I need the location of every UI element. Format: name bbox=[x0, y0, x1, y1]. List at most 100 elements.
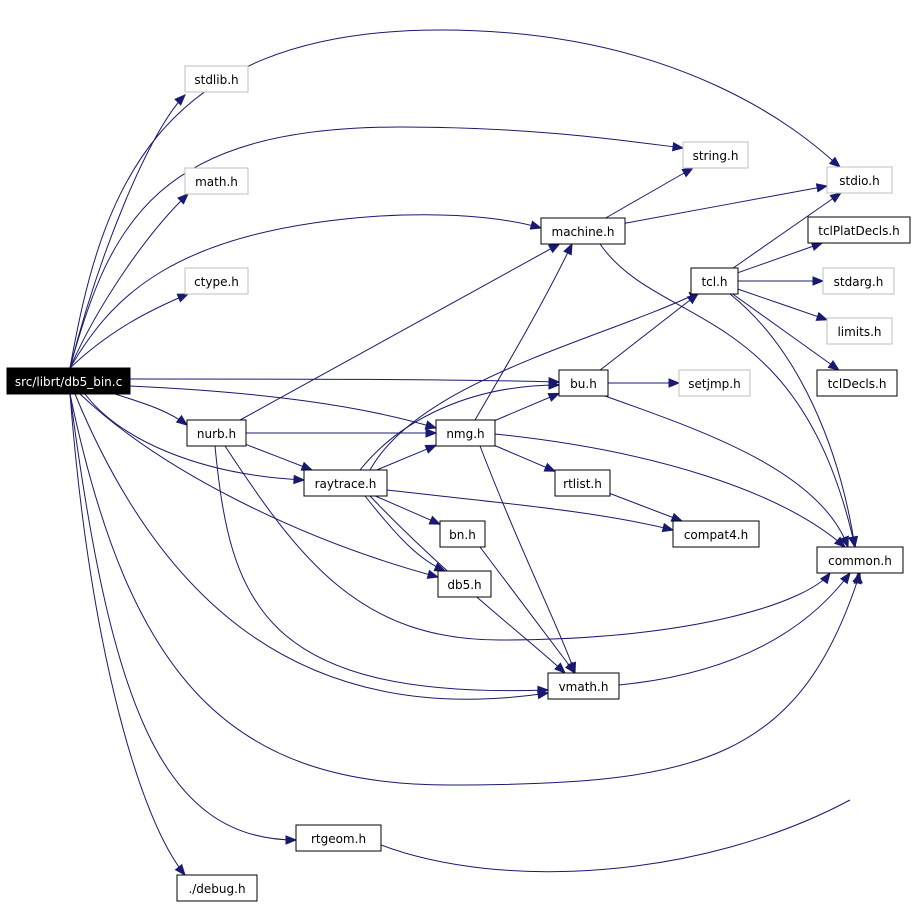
arrowhead-db5_bin_c-to-string_h bbox=[671, 141, 685, 152]
edge-db5_bin_c-to-nurb_h bbox=[114, 393, 188, 426]
node-box bbox=[540, 217, 626, 245]
node-label: db5.h bbox=[447, 578, 481, 592]
node-box bbox=[439, 520, 486, 548]
node-rtlist-h[interactable]: rtlist.h bbox=[554, 469, 611, 497]
nodes-layer: src/librt/db5_bin.c stdlib.h math.h ctype.h… bbox=[6, 65, 911, 902]
node-vmath-h[interactable]: vmath.h bbox=[547, 672, 620, 700]
arrowhead-nurb_h-to-machine_h bbox=[547, 243, 561, 254]
edge-machine_h-to-string_h bbox=[605, 167, 694, 219]
arrowhead-tcl_h-to-tclPlatDecls_h bbox=[810, 242, 824, 251]
node-box bbox=[678, 369, 751, 397]
arrowhead-bn_h-to-vmath_h bbox=[564, 661, 576, 675]
node-box bbox=[184, 167, 249, 195]
node-raytrace-h[interactable]: raytrace.h bbox=[303, 469, 388, 497]
edge-raytrace_h-to-compat4_h bbox=[386, 489, 674, 531]
edge-nmg_h-to-vmath_h bbox=[479, 445, 576, 674]
arrowhead-nmg_h-to-machine_h bbox=[563, 242, 573, 256]
node-bn-h[interactable]: bn.h bbox=[439, 520, 486, 548]
node-string-h[interactable]: string.h bbox=[682, 141, 749, 169]
edge-raytrace_h-to-tcl_h bbox=[369, 291, 701, 471]
edge-db5_bin_c-to-bu_h bbox=[129, 378, 560, 383]
edge-tcl_h-to-tclPlatDecls_h bbox=[737, 242, 823, 274]
edge-db5_bin_c-to-stdlib_h bbox=[69, 94, 186, 369]
node-box bbox=[303, 469, 388, 497]
node-compat4-h[interactable]: compat4.h bbox=[672, 520, 760, 548]
node-rtgeom-h[interactable]: rtgeom.h bbox=[295, 824, 382, 852]
arrowhead-nurb_h-to-vmath_h bbox=[537, 685, 550, 696]
arrowhead-nmg_h-to-rtlist_h bbox=[543, 462, 557, 472]
arrowhead-raytrace_h-to-bu_h bbox=[548, 380, 561, 390]
node-box bbox=[672, 520, 760, 548]
node-label: rtlist.h bbox=[563, 477, 602, 491]
arrowhead-raytrace_h-to-vmath_h bbox=[554, 662, 566, 674]
arrowhead-vmath_h-to-common_h bbox=[839, 571, 851, 585]
node-label: common.h bbox=[828, 554, 892, 568]
node-box bbox=[822, 267, 895, 295]
node-label: string.h bbox=[693, 149, 739, 163]
arrowhead-db5_bin_c-to-nurb_h bbox=[175, 414, 189, 426]
edge-db5_bin_c-to-debug_h bbox=[69, 393, 186, 876]
node-tcl-h[interactable]: tcl.h bbox=[690, 267, 739, 295]
node-label: compat4.h bbox=[684, 528, 748, 542]
node-common-h[interactable]: common.h bbox=[816, 546, 904, 574]
node-tclDecls-h[interactable]: tclDecls.h bbox=[816, 369, 898, 397]
node-setjmp-h[interactable]: setjmp.h bbox=[678, 369, 751, 397]
edge-db5_bin_c-to-common_h bbox=[69, 393, 861, 786]
node-box bbox=[826, 166, 893, 194]
arrowhead-nurb_h-to-common_h bbox=[819, 571, 831, 585]
node-box bbox=[435, 419, 496, 447]
node-stdarg-h[interactable]: stdarg.h bbox=[822, 267, 895, 295]
node-label: machine.h bbox=[552, 225, 615, 239]
node-machine-h[interactable]: machine.h bbox=[540, 217, 626, 245]
edge-rtlist_h-to-compat4_h bbox=[609, 493, 683, 522]
node-box bbox=[682, 141, 749, 169]
node-debug-h[interactable]: ./debug.h bbox=[176, 874, 258, 902]
node-limits-h[interactable]: limits.h bbox=[826, 317, 893, 345]
edge-rtgeom_h-to-common_h bbox=[380, 799, 851, 873]
arrowhead-rtgeom_h-to-common_h bbox=[853, 571, 863, 584]
node-db5-bin-c[interactable]: src/librt/db5_bin.c bbox=[6, 367, 131, 395]
arrowhead-bu_h-to-setjmp_h bbox=[668, 378, 681, 388]
edge-tcl_h-to-limits_h bbox=[737, 288, 828, 321]
node-label: nmg.h bbox=[446, 427, 484, 441]
node-box bbox=[186, 419, 247, 447]
edge-db5_bin_c-to-stdio_h bbox=[69, 29, 841, 369]
edge-nurb_h-to-machine_h bbox=[239, 243, 560, 421]
node-stdlib-h[interactable]: stdlib.h bbox=[184, 65, 249, 93]
node-nurb-h[interactable]: nurb.h bbox=[186, 419, 247, 447]
arrowhead-machine_h-to-string_h bbox=[681, 167, 695, 178]
arrowhead-nmg_h-to-bu_h bbox=[547, 392, 561, 402]
node-label: ctype.h bbox=[194, 275, 239, 289]
node-label: setjmp.h bbox=[688, 377, 740, 391]
node-math-h[interactable]: math.h bbox=[184, 167, 249, 195]
arrowhead-tcl_h-to-limits_h bbox=[815, 311, 829, 321]
node-label: tclPlatDecls.h bbox=[818, 224, 900, 238]
node-bu-h[interactable]: bu.h bbox=[558, 369, 609, 397]
node-stdio-h[interactable]: stdio.h bbox=[826, 166, 893, 194]
node-label: bn.h bbox=[449, 528, 476, 542]
node-label: stdarg.h bbox=[834, 275, 884, 289]
edge-nurb_h-to-common_h bbox=[224, 445, 831, 641]
arrowhead-raytrace_h-to-compat4_h bbox=[661, 522, 675, 533]
arrowhead-tcl_h-to-stdio_h bbox=[829, 192, 842, 203]
node-tclPlatDecls-h[interactable]: tclPlatDecls.h bbox=[807, 216, 911, 244]
arrowhead-db5_bin_c-to-db5_h bbox=[426, 569, 440, 579]
arrowhead-rtlist_h-to-compat4_h bbox=[670, 512, 684, 522]
edge-db5_bin_c-to-math_h bbox=[69, 193, 189, 369]
edge-tcl_h-to-common_h bbox=[729, 293, 856, 548]
edge-db5_bin_c-to-nmg_h bbox=[129, 385, 437, 429]
node-box bbox=[558, 369, 609, 397]
node-box bbox=[184, 267, 249, 295]
arrowhead-db5_bin_c-to-math_h bbox=[177, 193, 189, 205]
node-ctype-h[interactable]: ctype.h bbox=[184, 267, 249, 295]
node-label: nurb.h bbox=[197, 427, 236, 441]
edge-db5_bin_c-to-db5_h bbox=[79, 393, 439, 578]
edge-nmg_h-to-machine_h bbox=[474, 243, 573, 421]
edge-tcl_h-to-tclDecls_h bbox=[732, 293, 840, 371]
node-label: stdio.h bbox=[839, 174, 879, 188]
node-label: ./debug.h bbox=[188, 882, 245, 896]
node-box bbox=[184, 65, 249, 93]
edge-db5_bin_c-to-rtgeom_h bbox=[69, 393, 297, 841]
node-db5-h[interactable]: db5.h bbox=[437, 570, 492, 598]
node-nmg-h[interactable]: nmg.h bbox=[435, 419, 496, 447]
